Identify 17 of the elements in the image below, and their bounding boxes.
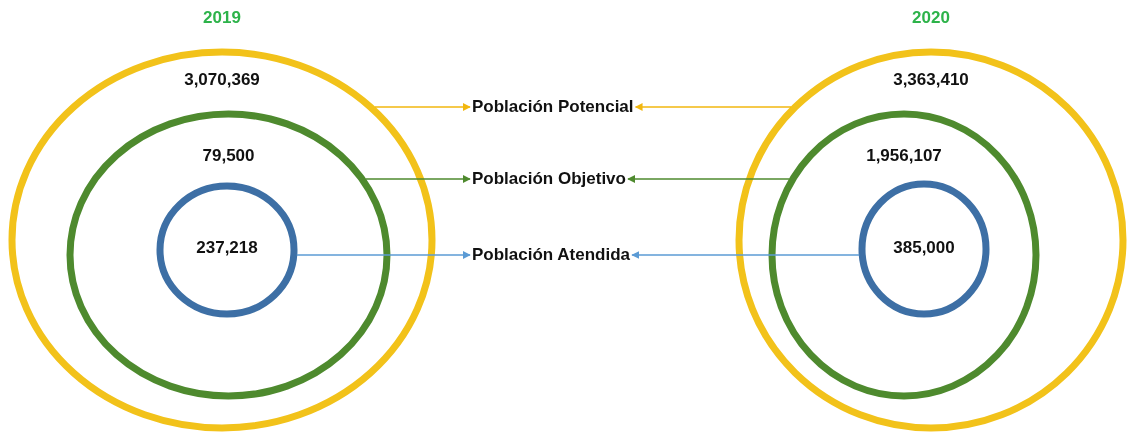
year-heading: 2019: [203, 8, 241, 27]
arrow: [634, 103, 792, 111]
year-heading: 2020: [912, 8, 950, 27]
arrow: [374, 103, 471, 111]
population-label: Población Atendida: [472, 245, 631, 265]
population-value: 3,070,369: [184, 70, 260, 89]
arrow: [631, 251, 860, 259]
arrow: [627, 175, 790, 183]
population-value: 1,956,107: [866, 146, 942, 165]
population-label: Población Objetivo: [472, 169, 626, 189]
population-label: Población Potencial: [472, 97, 634, 117]
population-value: 3,363,410: [893, 70, 969, 89]
population-value: 79,500: [202, 146, 255, 165]
arrow: [296, 251, 471, 259]
population-value: 385,000: [893, 238, 955, 257]
population-value: 237,218: [196, 238, 258, 257]
arrow: [365, 175, 471, 183]
